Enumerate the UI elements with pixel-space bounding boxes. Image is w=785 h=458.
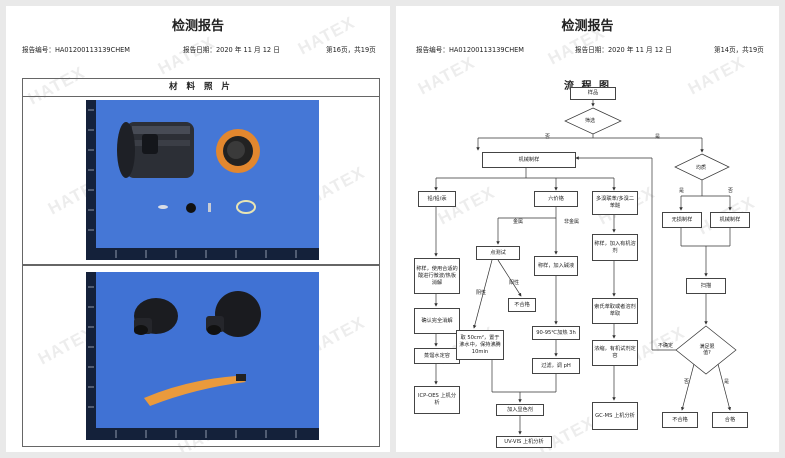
report-title: 检测报告 <box>171 19 224 34</box>
node-limit: 满足限值? <box>699 344 715 356</box>
node-pbb: 多溴联苯/多溴二苯醚 <box>592 191 638 215</box>
node-dissolve: 称样，使用合适的酸进行微波/热板消解 <box>414 258 460 294</box>
node-weigh-org: 称样，加入有机溶剂 <box>592 234 638 261</box>
watermark: HATEX <box>154 32 218 79</box>
flowchart-title: 流 程 图 <box>396 77 779 92</box>
label-nonmetal: 非金属 <box>564 219 580 225</box>
report-date: 报告日期：2020 年 11 月 12 日 <box>575 46 672 54</box>
node-sample: 样品 <box>570 87 616 100</box>
node-mech-prep: 机械制样 <box>710 212 750 228</box>
node-pb-cd-hg: 铅/铅/汞 <box>418 191 456 207</box>
node-heat: 90-95℃加热 3h <box>532 326 580 340</box>
label-no-3: 否 <box>684 379 690 385</box>
report-page-photos: HATEX HATEX HATEX HATEX HATEX HATEX HATE… <box>6 6 390 452</box>
label-uncertain: 不确定 <box>658 343 674 349</box>
node-fail: 不合格 <box>662 412 698 428</box>
node-scan: 扫描 <box>686 278 726 294</box>
node-color: 加入显色剂 <box>496 404 544 416</box>
node-spot: 点测试 <box>476 246 520 260</box>
section-title: 材 料 照 片 <box>22 78 380 97</box>
label-positive: 阳性 <box>509 280 520 286</box>
page-number: 第14页，共19页 <box>714 46 764 54</box>
report-title: 检测报告 <box>561 19 614 34</box>
node-cr6: 六价铬 <box>534 191 578 207</box>
label-yes-3: 是 <box>724 379 730 385</box>
label-yes: 是 <box>655 134 661 140</box>
label-no-2: 否 <box>728 188 734 194</box>
page-number: 第16页，共19页 <box>326 46 376 54</box>
node-gcms: GC-MS 上机分析 <box>592 402 638 430</box>
node-icp: ICP-OES 上机分析 <box>414 386 460 414</box>
report-date: 报告日期：2020 年 11 月 12 日 <box>183 46 280 54</box>
flowchart-connectors <box>434 100 737 435</box>
node-concentrate: 浓缩，有机试剂定容 <box>592 340 638 366</box>
node-soxhlet: 索氏萃取或者溶剂萃取 <box>592 298 638 324</box>
photo-frame-1 <box>22 96 380 265</box>
label-yes-2: 是 <box>679 188 685 194</box>
label-negative: 阴性 <box>476 290 487 296</box>
material-photo-1 <box>86 100 319 260</box>
label-no: 否 <box>545 134 551 140</box>
node-nondestructive: 无损制样 <box>662 212 702 228</box>
node-confirm: 确认完全消解 <box>414 308 460 334</box>
node-uv: UV-VIS 上机分析 <box>496 436 552 448</box>
report-number: 报告编号：HA01200113139CHEM <box>22 46 131 54</box>
material-photo-2 <box>86 272 319 440</box>
node-mech-split: 机械制样 <box>482 152 576 168</box>
node-spot-fail: 不合格 <box>508 298 536 312</box>
node-dilute: 蒸馏水定容 <box>414 348 460 364</box>
node-boil: 取 50cm²，置于沸水中，保持沸腾 10min <box>456 330 504 360</box>
node-pass: 合格 <box>712 412 748 428</box>
report-page-flowchart: HATEX HATEX HATEX HATEX HATEX HATEX HATE… <box>396 6 779 452</box>
report-number: 报告编号：HA01200113139CHEM <box>416 46 525 54</box>
node-screen: 筛选 <box>585 118 596 124</box>
node-weigh-alk: 称样，加入碱液 <box>534 256 578 276</box>
node-filter: 过滤，调 pH <box>532 358 580 374</box>
photo-frame-2 <box>22 265 380 447</box>
label-metal: 金属 <box>513 219 524 225</box>
node-coating: 均质 <box>696 165 707 171</box>
